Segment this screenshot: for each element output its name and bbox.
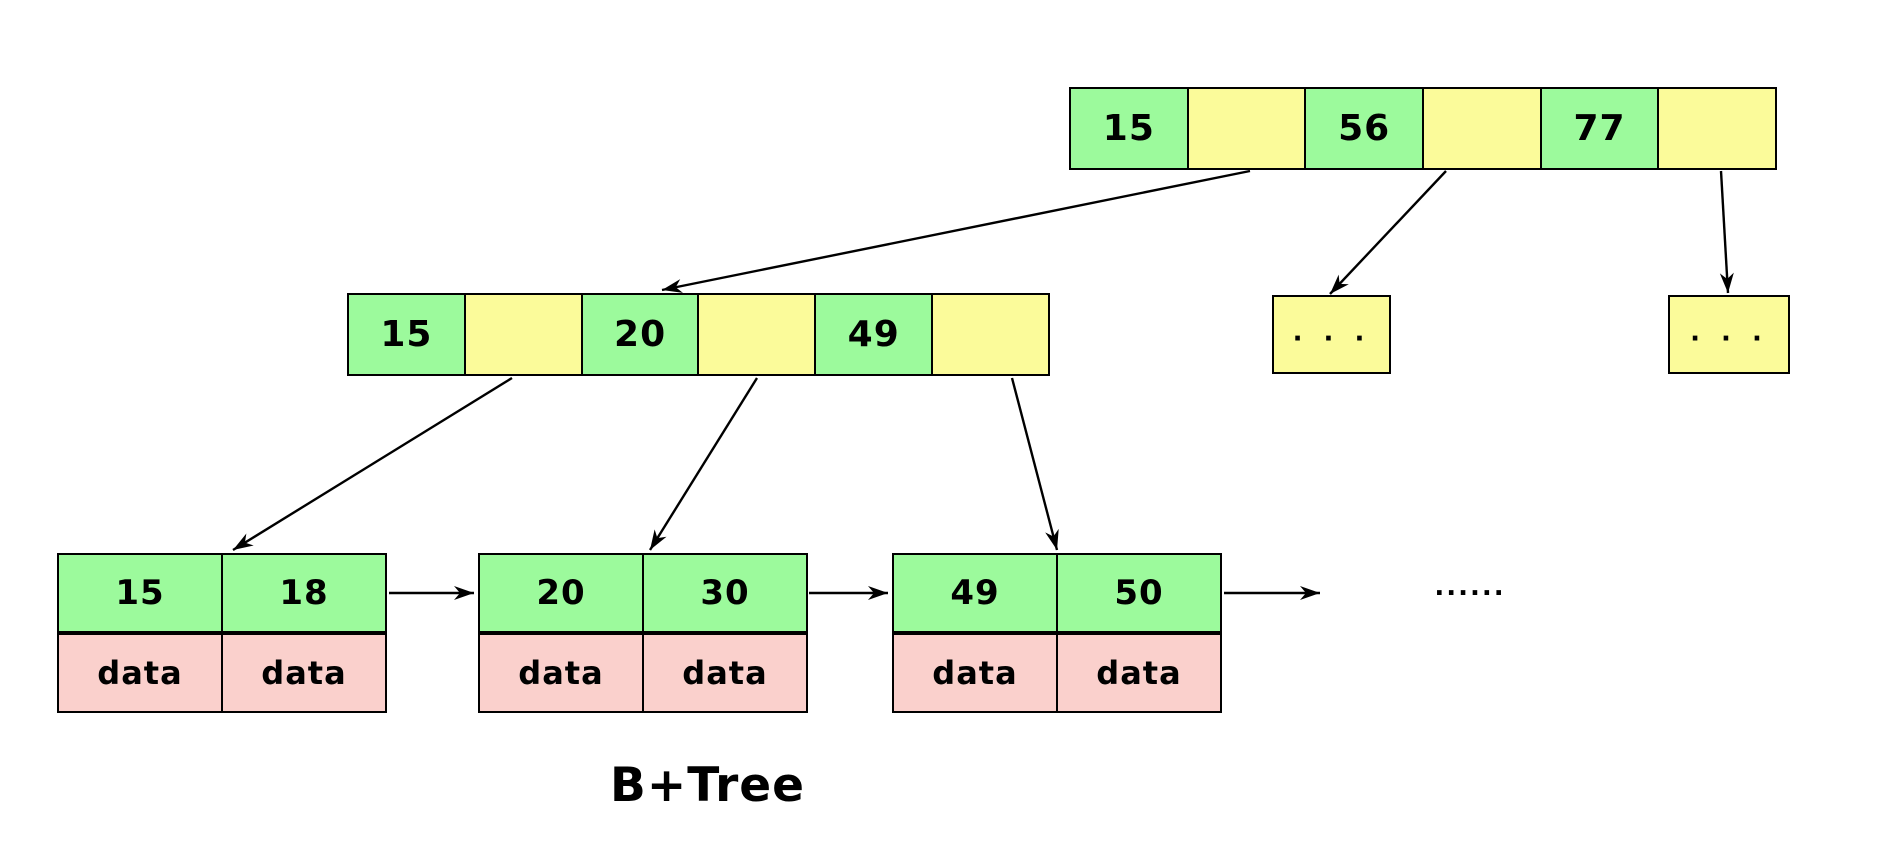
internal-pointer-cell: [931, 295, 1048, 374]
root-pointer-cell: [1657, 89, 1776, 168]
arrow-root-to-subtree-1: [1329, 170, 1447, 295]
internal-pointer-cell: [697, 295, 815, 374]
internal-key-cell: 15: [349, 295, 464, 374]
arrow-internal-to-leaf-2: [648, 377, 759, 551]
arrow-internal-to-leaf-3: [1010, 377, 1059, 551]
leaf-node-1: 15 18 data data: [57, 553, 387, 713]
internal-key-cell: 20: [580, 295, 698, 374]
leaf-data-row: data data: [478, 633, 808, 713]
root-key-cell: 56: [1304, 89, 1423, 168]
arrow-root-to-internal-node: [661, 169, 1251, 293]
leaf-key-cell: 18: [221, 555, 385, 631]
leaf-key-cell: 49: [894, 555, 1056, 631]
leaf-node-3: 49 50 data data: [892, 553, 1222, 713]
leaf-key-row: 20 30: [478, 553, 808, 633]
subtree-placeholder-1: · · ·: [1272, 295, 1391, 374]
internal-node: 15 20 49: [347, 293, 1050, 376]
root-pointer-cell: [1186, 89, 1305, 168]
arrow-root-to-subtree-2: [1719, 170, 1734, 294]
leaf-data-row: data data: [892, 633, 1222, 713]
leaf-chain-ellipsis: ......: [1434, 572, 1506, 602]
leaf-data-cell: data: [221, 635, 385, 711]
leaf-node-2: 20 30 data data: [478, 553, 808, 713]
leaf-key-cell: 50: [1056, 555, 1220, 631]
diagram-title: B+Tree: [610, 758, 806, 813]
internal-pointer-cell: [463, 295, 581, 374]
root-key-cell: 15: [1071, 89, 1187, 168]
root-pointer-cell: [1422, 89, 1540, 168]
leaf-data-cell: data: [480, 635, 642, 711]
arrow-internal-to-leaf-1: [232, 376, 513, 552]
root-node: 15 56 77: [1069, 87, 1777, 170]
leaf-data-cell: data: [894, 635, 1056, 711]
leaf-data-cell: data: [59, 635, 221, 711]
leaf-key-row: 15 18: [57, 553, 387, 633]
subtree-placeholder-2: · · ·: [1668, 295, 1790, 374]
leaf-key-cell: 20: [480, 555, 642, 631]
leaf-key-cell: 30: [642, 555, 806, 631]
leaf-data-cell: data: [1056, 635, 1220, 711]
leaf-data-cell: data: [642, 635, 806, 711]
leaf-key-row: 49 50: [892, 553, 1222, 633]
leaf-data-row: data data: [57, 633, 387, 713]
leaf-key-cell: 15: [59, 555, 221, 631]
internal-key-cell: 49: [814, 295, 932, 374]
root-key-cell: 77: [1539, 89, 1658, 168]
